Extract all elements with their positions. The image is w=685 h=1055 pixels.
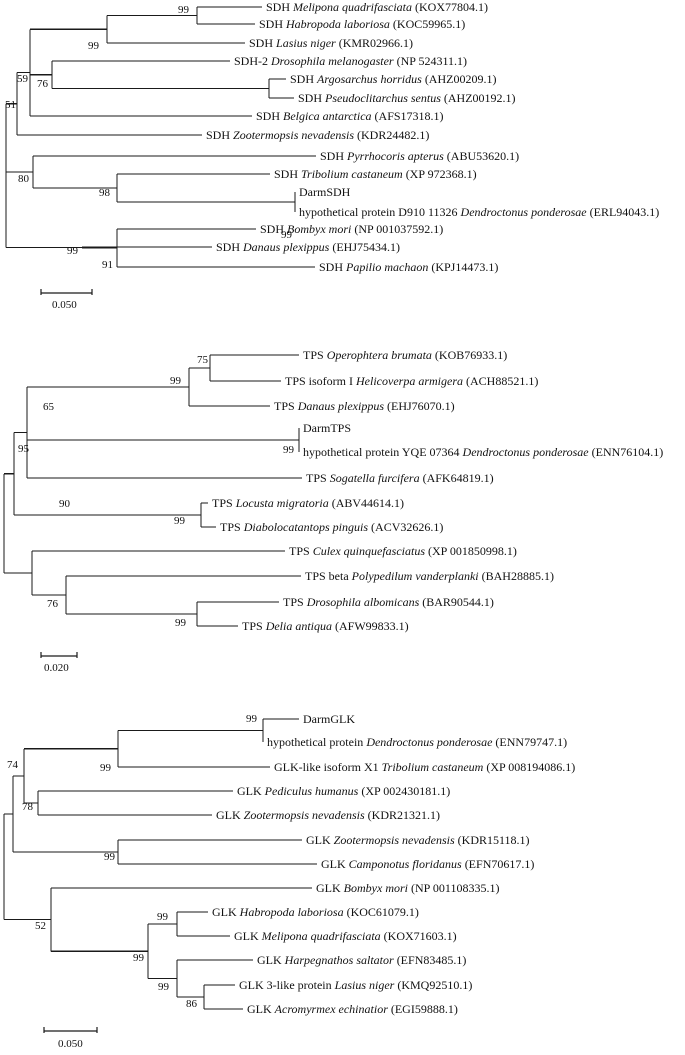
sdh-bootstrap-value: 99 xyxy=(88,40,100,52)
tps-leaf-label: TPS Danaus plexippus (EHJ76070.1) xyxy=(274,399,455,413)
sdh-leaf-label: SDH Habropoda laboriosa (KOC59965.1) xyxy=(259,17,465,31)
glk-leaf-label: GLK Melipona quadrifasciata (KOX71603.1) xyxy=(234,929,457,943)
glk-leaf-label: GLK-like isoform X1 Tribolium castaneum … xyxy=(274,760,575,774)
glk-bootstrap-value: 74 xyxy=(7,759,19,771)
sdh-leaf-label: SDH Belgica antarctica (AFS17318.1) xyxy=(256,109,444,123)
tps-bootstrap-value: 99 xyxy=(175,617,187,629)
glk-tree: DarmGLK hypothetical protein Dendroctonus… xyxy=(3,712,575,1050)
glk-leaf-label: GLK 3-like protein Lasius niger (KMQ9251… xyxy=(239,978,472,992)
sdh-leaf-label: SDH-2 Drosophila melanogaster (NP 524311… xyxy=(234,54,467,68)
tps-leaf-label: TPS Operophtera brumata (KOB76933.1) xyxy=(303,348,507,362)
tps-leaf-label: TPS Locusta migratoria (ABV44614.1) xyxy=(212,496,404,510)
glk-leaf-label: GLK Habropoda laboriosa (KOC61079.1) xyxy=(212,905,419,919)
tps-leaf-label: TPS Delia antiqua (AFW99833.1) xyxy=(242,619,409,633)
sdh-bootstrap-value: 98 xyxy=(99,187,111,199)
tps-scale-label: 0.020 xyxy=(44,662,69,674)
sdh-bootstrap-value: 99 xyxy=(281,229,293,241)
sdh-leaf-label: DarmSDH xyxy=(299,185,351,199)
tps-leaf-label: TPS Diabolocatantops pinguis (ACV32626.1… xyxy=(220,520,443,534)
tps-bootstrap-value: 95 xyxy=(18,443,30,455)
sdh-leaf-label: SDH Bombyx mori (NP 001037592.1) xyxy=(260,222,443,236)
glk-bootstrap-value: 86 xyxy=(186,998,198,1010)
sdh-tree: SDH Melipona quadrifasciata (KOX77804.1)… xyxy=(5,0,659,311)
sdh-scale-label: 0.050 xyxy=(52,299,77,311)
sdh-leaf-label: SDH Zootermopsis nevadensis (KDR24482.1) xyxy=(206,128,429,142)
glk-leaf-label: GLK Zootermopsis nevadensis (KDR15118.1) xyxy=(306,833,530,847)
glk-bootstrap-value: 99 xyxy=(158,981,170,993)
tps-bootstrap-value: 65 xyxy=(43,401,55,413)
sdh-leaf-label: SDH Papilio machaon (KPJ14473.1) xyxy=(319,260,498,274)
glk-bootstrap-value: 99 xyxy=(104,851,116,863)
sdh-bootstrap-value: 99 xyxy=(67,245,79,257)
tps-leaf-label: hypothetical protein YQE 07364 Dendrocto… xyxy=(303,445,663,459)
sdh-leaf-label: SDH Tribolium castaneum (XP 972368.1) xyxy=(274,167,477,181)
tps-leaf-label: TPS Drosophila albomicans (BAR90544.1) xyxy=(283,595,494,609)
tps-leaf-label: DarmTPS xyxy=(303,421,351,435)
sdh-leaf-label: SDH Pseudoclitarchus sentus (AHZ00192.1) xyxy=(298,91,516,105)
tps-leaf-label: TPS Sogatella furcifera (AFK64819.1) xyxy=(306,471,494,485)
glk-bootstrap-value: 99 xyxy=(246,713,258,725)
glk-leaf-label: GLK Bombyx mori (NP 001108335.1) xyxy=(316,881,499,895)
sdh-leaf-label: hypothetical protein D910 11326 Dendroct… xyxy=(299,205,659,219)
glk-leaf-label: GLK Acromyrmex echinatior (EGI59888.1) xyxy=(247,1002,458,1016)
glk-leaf-label: GLK Pediculus humanus (XP 002430181.1) xyxy=(237,784,450,798)
tps-tree: TPS Operophtera brumata (KOB76933.1) TPS … xyxy=(3,348,663,674)
tps-bootstrap-value: 99 xyxy=(170,375,182,387)
glk-leaf-label: GLK Harpegnathos saltator (EFN83485.1) xyxy=(257,953,466,967)
glk-bootstrap-value: 99 xyxy=(157,911,169,923)
sdh-leaf-label: SDH Danaus plexippus (EHJ75434.1) xyxy=(216,240,400,254)
tps-bootstrap-value: 99 xyxy=(283,444,295,456)
sdh-bootstrap-value: 80 xyxy=(18,173,30,185)
glk-leaf-label: GLK Zootermopsis nevadensis (KDR21321.1) xyxy=(216,808,440,822)
sdh-leaf-label: SDH Argosarchus horridus (AHZ00209.1) xyxy=(290,72,496,86)
sdh-bootstrap-value: 91 xyxy=(102,259,113,271)
tps-bootstrap-value: 99 xyxy=(174,515,186,527)
glk-bootstrap-value: 52 xyxy=(35,920,46,932)
sdh-bootstrap-value: 59 xyxy=(17,73,29,85)
tps-bootstrap-value: 75 xyxy=(197,354,209,366)
sdh-bootstrap-value: 99 xyxy=(178,4,190,16)
tps-leaf-label: TPS Culex quinquefasciatus (XP 001850998… xyxy=(289,544,517,558)
tps-leaf-label: TPS beta Polypedilum vanderplanki (BAH28… xyxy=(305,569,554,583)
tps-leaf-label: TPS isoform I Helicoverpa armigera (ACH8… xyxy=(285,374,538,388)
glk-leaf-label: GLK Camponotus floridanus (EFN70617.1) xyxy=(321,857,534,871)
sdh-bootstrap-value: 76 xyxy=(37,78,49,90)
glk-bootstrap-value: 99 xyxy=(100,762,112,774)
tps-bootstrap-value: 90 xyxy=(59,498,71,510)
glk-leaf-label: DarmGLK xyxy=(303,712,355,726)
sdh-leaf-label: SDH Melipona quadrifasciata (KOX77804.1) xyxy=(266,0,488,14)
glk-leaf-label: hypothetical protein Dendroctonus ponder… xyxy=(267,735,567,749)
sdh-leaf-label: SDH Pyrrhocoris apterus (ABU53620.1) xyxy=(320,149,519,163)
sdh-leaf-label: SDH Lasius niger (KMR02966.1) xyxy=(249,36,413,50)
glk-scale-label: 0.050 xyxy=(58,1038,83,1050)
tps-bootstrap-value: 76 xyxy=(47,598,59,610)
glk-bootstrap-value: 99 xyxy=(133,952,145,964)
sdh-bootstrap-value: 51 xyxy=(5,99,16,111)
glk-bootstrap-value: 78 xyxy=(22,801,34,813)
